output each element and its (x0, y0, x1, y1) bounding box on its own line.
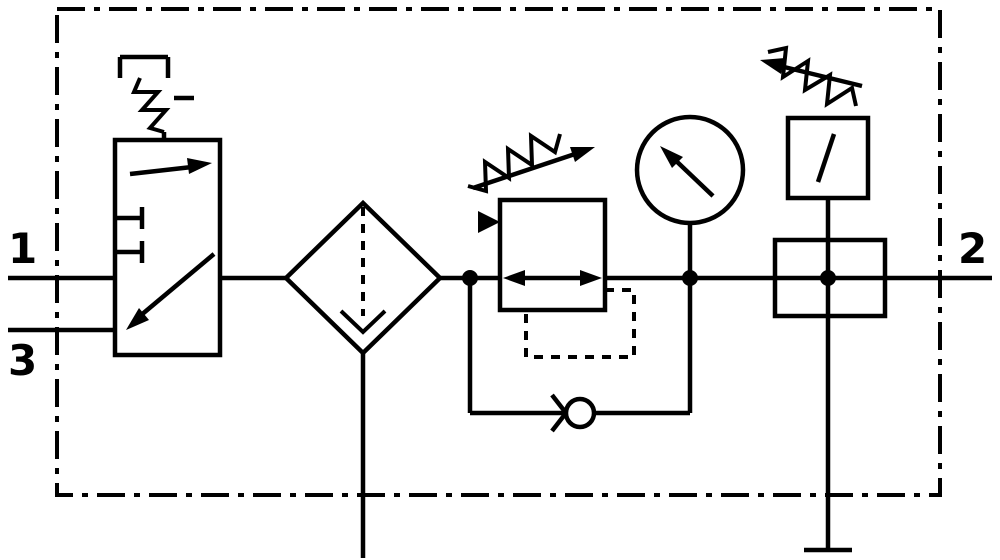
shutoff-switch-lever (815, 133, 837, 183)
gauge-needle-line (670, 155, 715, 198)
regulator-pilot-dashed-line (524, 288, 636, 359)
junction-dots (462, 270, 836, 286)
enclosure-border (55, 7, 942, 497)
valve-flow-arrow-line (129, 164, 193, 177)
actuator-spring-icon (130, 77, 171, 134)
water-separator-triangle-icon (339, 309, 387, 335)
filter-water-separator (282, 199, 444, 558)
shutoff-spring-icon (767, 45, 858, 108)
port-3-label: 3 (8, 336, 37, 385)
regulator-adjust-arrowhead-icon (570, 147, 595, 162)
junction-dot-gauge (682, 270, 698, 286)
check-valve-seat-top (550, 393, 568, 415)
valve-exhaust-arrowhead-icon (126, 308, 149, 330)
shutoff-adjust-arrow-line (779, 63, 863, 89)
pressure-gauge (634, 114, 746, 278)
manual-3-2-valve (112, 54, 223, 358)
regulator-right-arrowhead-icon (580, 270, 602, 286)
port-2-label: 2 (958, 224, 987, 273)
regulator-relief-triangle-icon (478, 211, 500, 233)
check-valve-bypass (467, 278, 693, 433)
valve-flow-arrowhead-icon (187, 158, 212, 174)
enclosure-frame (55, 7, 942, 497)
regulator-body (497, 197, 608, 313)
check-valve-seat-bottom (550, 411, 568, 433)
regulator-spring-icon (467, 132, 562, 194)
gauge-dial (634, 114, 746, 226)
junction-dot-bypass (462, 270, 478, 286)
port-3: 3 (8, 327, 115, 385)
gauge-needle-arrowhead-icon (660, 146, 683, 168)
regulator-left-arrowhead-icon (503, 270, 525, 286)
port-1: 1 (8, 224, 115, 281)
regulator-adjust-arrow-line (472, 150, 579, 191)
pressure-regulator (467, 132, 636, 359)
valve-body (112, 137, 223, 358)
junction-dot-shutoff (820, 270, 836, 286)
port-1-label: 1 (8, 224, 37, 273)
check-valve-ball-icon (563, 396, 597, 430)
shutoff-adjust-arrowhead-icon (760, 58, 785, 74)
valve-exhaust-arrow-line (138, 252, 216, 318)
shutoff-valve (760, 45, 888, 553)
port-2: 2 (958, 224, 987, 273)
